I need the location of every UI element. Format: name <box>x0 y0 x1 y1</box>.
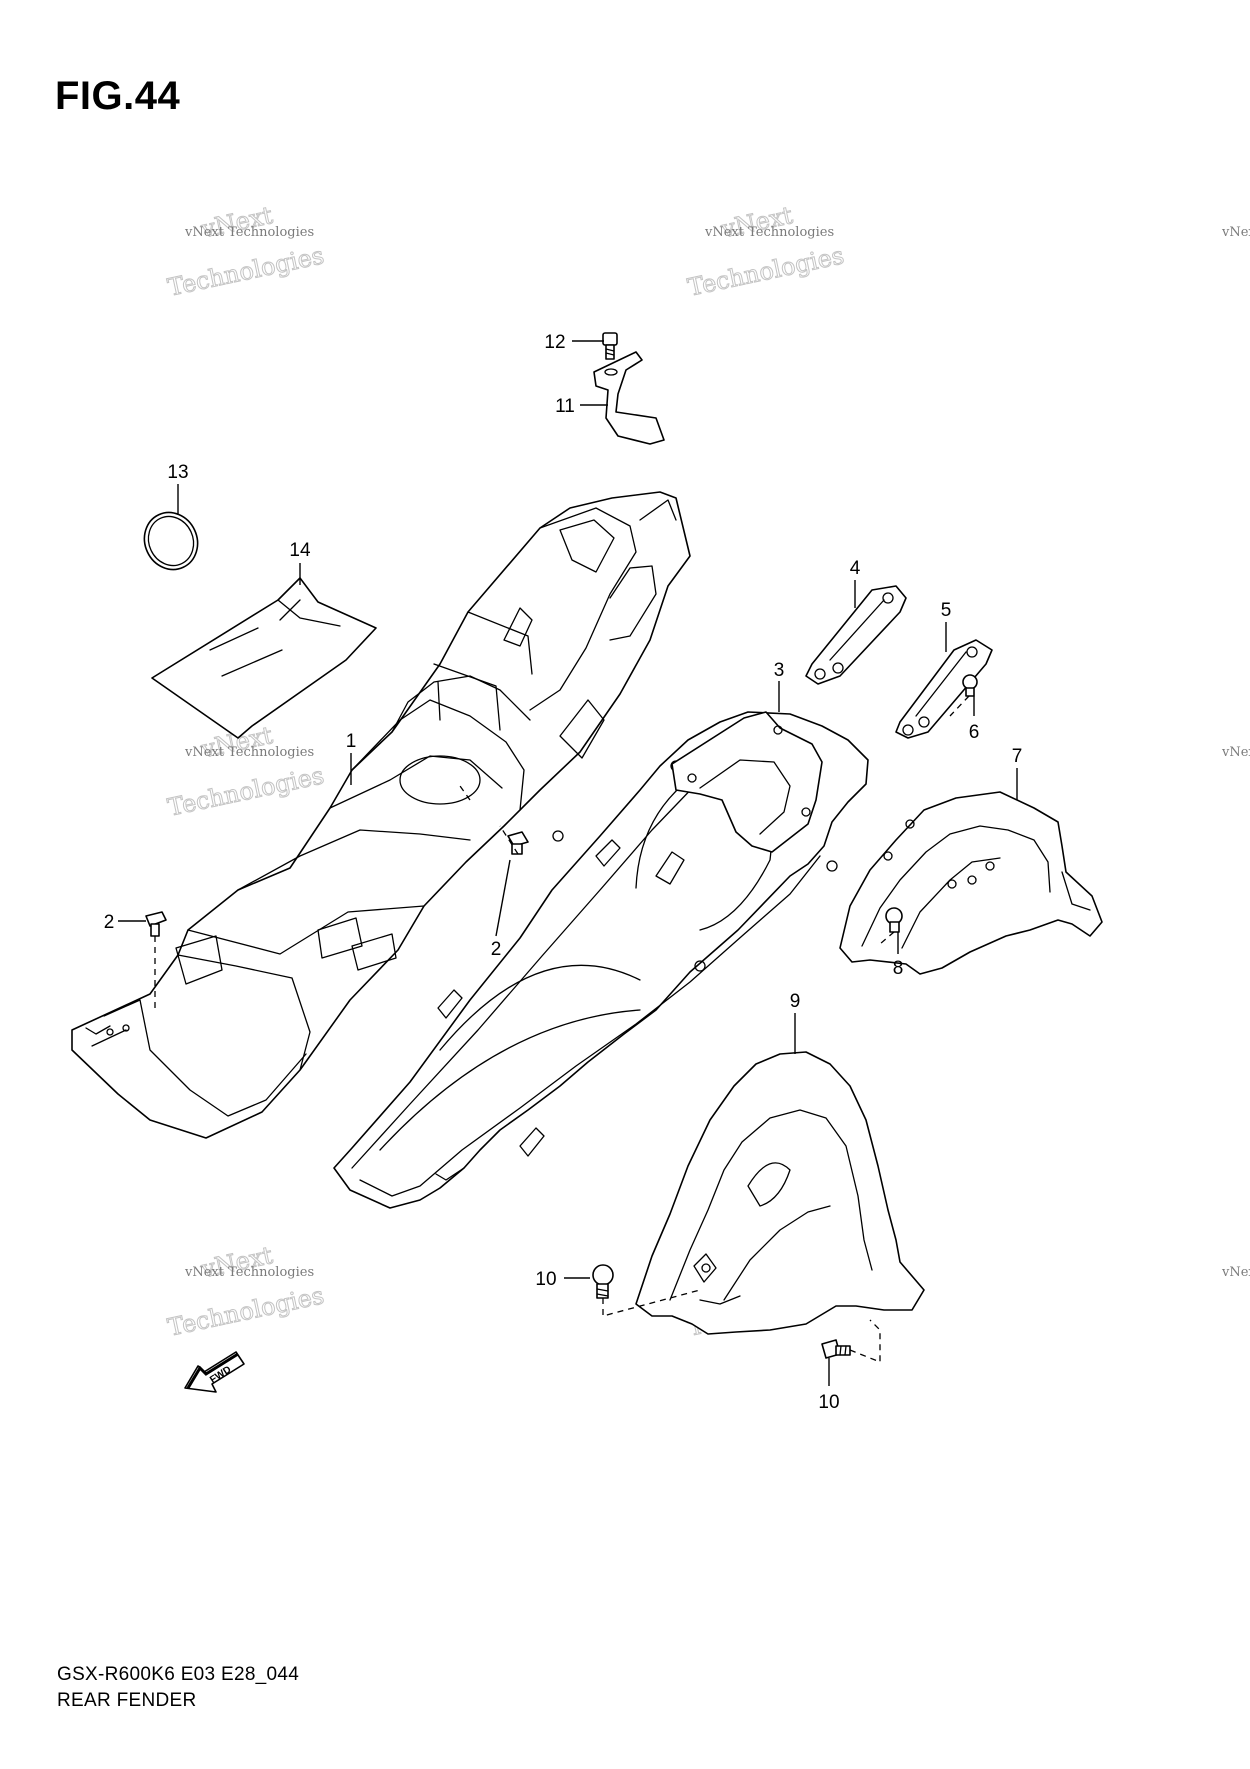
watermark-text: vNext Technologies <box>184 1265 314 1280</box>
part-8-screw <box>885 907 903 933</box>
callout-number: 7 <box>1012 746 1023 767</box>
model-code: GSX-R600K6 E03 E28_044 <box>57 1664 300 1685</box>
callout-number: 3 <box>774 660 785 681</box>
part-11-bracket <box>593 351 665 445</box>
callout-number: 9 <box>790 991 801 1012</box>
fwd-arrow-icon: FWD <box>184 1351 245 1393</box>
part-3-undertray <box>333 711 869 1209</box>
part-2-screw-left <box>145 911 167 937</box>
part-7-cover <box>839 791 1103 975</box>
watermark-text: vNext Technologies <box>704 225 834 240</box>
watermark-text: vNext Technologies <box>184 225 314 240</box>
part-14-sheet <box>151 577 377 739</box>
watermark-text: vNext Technologies <box>184 745 314 760</box>
part-10-screw-left <box>592 1264 614 1299</box>
callout-number: 10 <box>535 1269 556 1290</box>
watermark-text: Technologies <box>165 1281 326 1341</box>
watermark-text: Technologies <box>165 761 326 821</box>
leader-lines <box>118 340 1018 1386</box>
part-12-bolt <box>602 332 618 360</box>
part-4-bracket <box>805 585 907 685</box>
part-6-screw <box>962 674 978 697</box>
callout-number: 4 <box>850 558 861 579</box>
callout-labels: 12 11 13 14 1 2 2 3 4 5 6 7 8 9 10 10 <box>104 332 1023 1413</box>
part-2-screw-center <box>507 831 529 855</box>
part-5-bracket <box>895 639 993 739</box>
callout-number: 11 <box>555 396 575 417</box>
watermark-text: Technologies <box>685 241 846 301</box>
assembly-lines <box>154 695 970 1363</box>
callout-number: 13 <box>167 462 188 483</box>
part-10-screw-bottom <box>821 1339 851 1359</box>
callout-number: 2 <box>491 939 502 960</box>
watermark-text: vNext Technologies <box>1221 1265 1250 1280</box>
callout-number: 12 <box>544 332 565 353</box>
callout-number: 6 <box>969 722 980 743</box>
part-1-rear-fender <box>71 491 691 1139</box>
callout-number: 10 <box>818 1392 839 1413</box>
diagram-footer: GSX-R600K6 E03 E28_044 REAR FENDER <box>57 1662 299 1714</box>
part-13-ring <box>143 511 199 571</box>
callout-number: 1 <box>346 731 357 752</box>
callout-number: 14 <box>289 540 311 561</box>
watermark-text: vNext Technologies <box>1221 745 1250 760</box>
watermark-text: vNext Technologies <box>1221 225 1250 240</box>
callout-number: 2 <box>104 912 115 933</box>
watermark-text: Technologies <box>165 241 326 301</box>
callout-number: 8 <box>893 958 904 979</box>
section-name: REAR FENDER <box>57 1690 197 1711</box>
figure-title: FIG.44 <box>55 74 181 118</box>
callout-number: 5 <box>941 600 952 621</box>
part-9-hugger <box>635 1051 925 1335</box>
